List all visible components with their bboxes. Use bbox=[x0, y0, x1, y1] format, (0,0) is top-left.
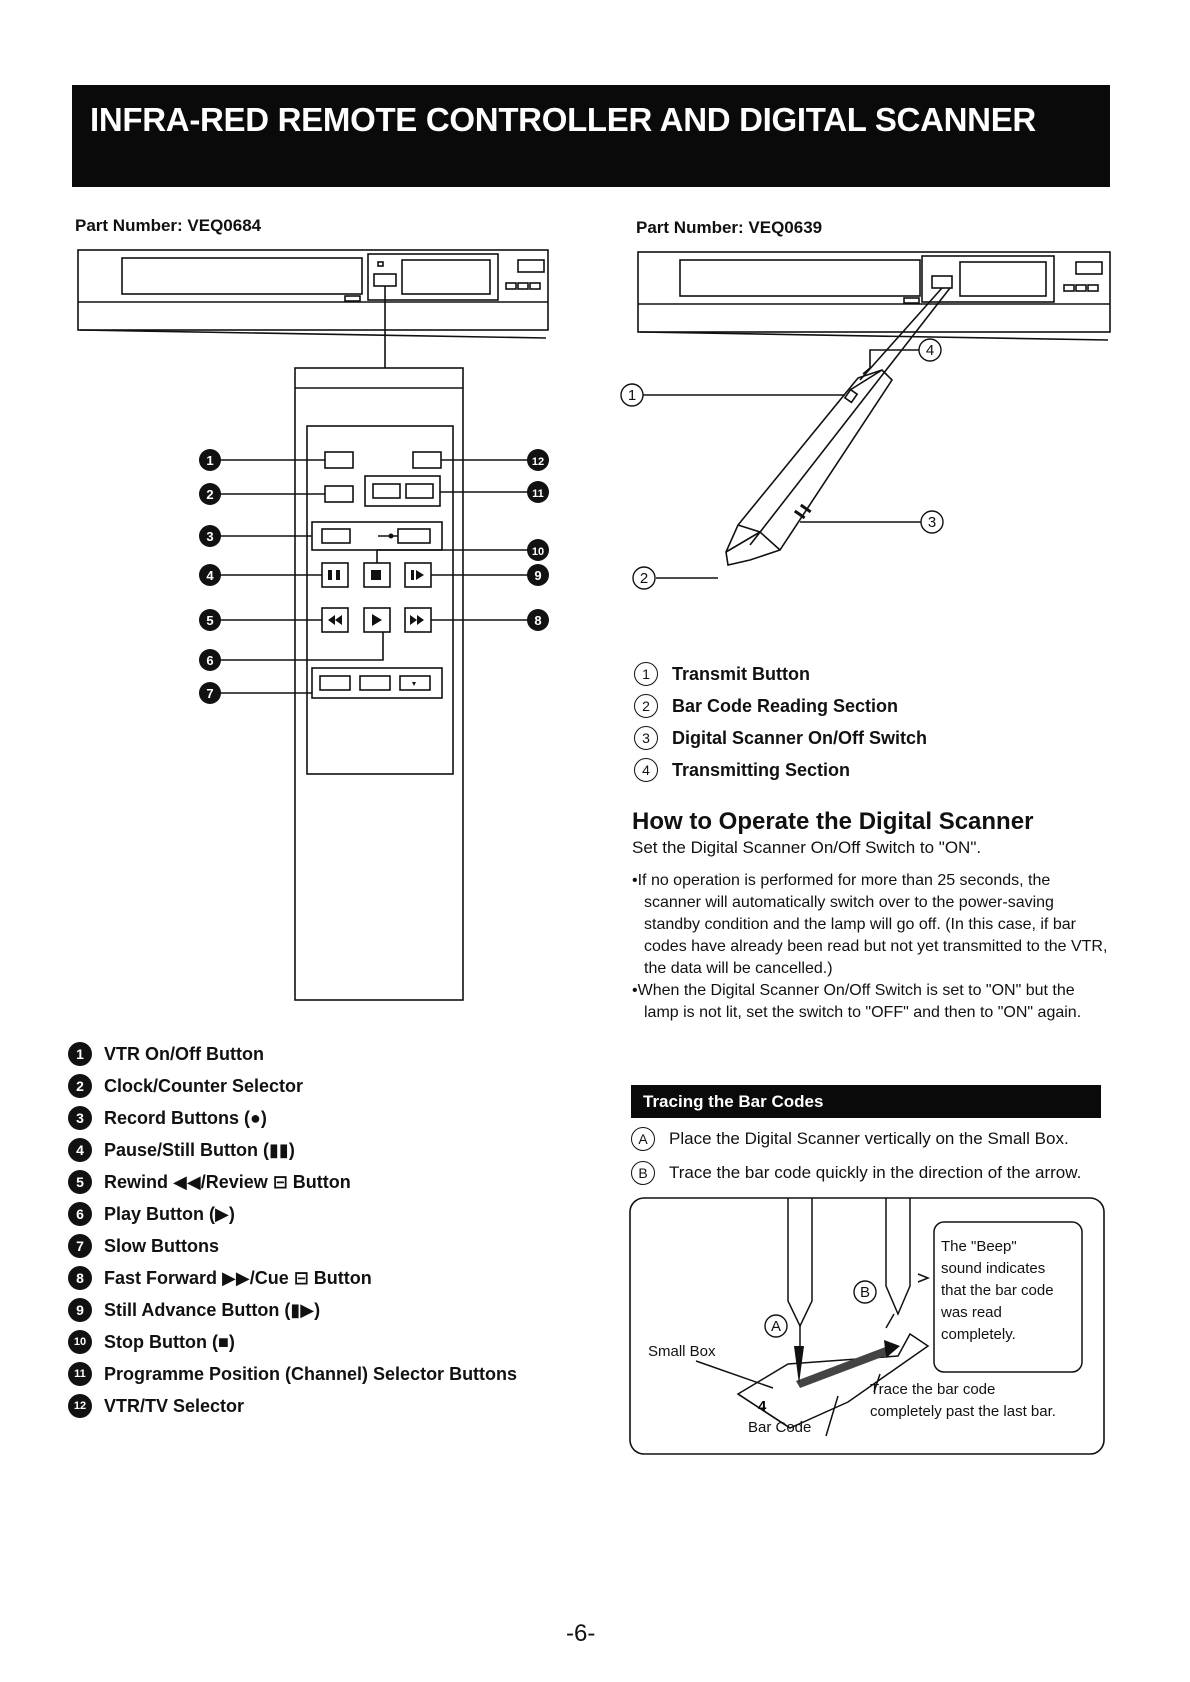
marker-a: A bbox=[764, 1314, 788, 1338]
right-part-number: Part Number: VEQ0639 bbox=[636, 218, 823, 237]
marker-circled-1: 1 bbox=[620, 383, 644, 407]
marker-10: 10 bbox=[527, 539, 549, 561]
digital-scanner-illustration: 1 4 3 2 bbox=[620, 251, 1111, 590]
marker-2: 2 bbox=[199, 483, 221, 505]
page-title: INFRA-RED REMOTE CONTROLLER AND DIGITAL … bbox=[90, 101, 1036, 138]
marker-circled-4: 4 bbox=[918, 338, 942, 362]
beep-callout bbox=[933, 1221, 1083, 1373]
marker-9: 9 bbox=[527, 564, 549, 586]
svg-text:4: 4 bbox=[206, 568, 214, 583]
left-part-number: Part Number: VEQ0684 bbox=[75, 216, 262, 235]
diagram-frame bbox=[629, 1197, 1105, 1455]
box-digit: 4 bbox=[758, 1398, 767, 1415]
small-box-label: Small Box bbox=[648, 1343, 716, 1360]
svg-text:4: 4 bbox=[926, 342, 934, 359]
svg-text:7: 7 bbox=[206, 686, 213, 701]
marker-3: 3 bbox=[199, 525, 221, 547]
svg-text:11: 11 bbox=[532, 488, 544, 500]
svg-text:12: 12 bbox=[532, 456, 544, 468]
vtr-body bbox=[637, 251, 1111, 333]
marker-4: 4 bbox=[199, 564, 221, 586]
scanner-a bbox=[787, 1198, 813, 1328]
beep-line-4: was read bbox=[940, 1304, 1002, 1321]
marker-circled-2: 2 bbox=[632, 566, 656, 590]
trace-arrow bbox=[796, 1346, 890, 1388]
svg-text:9: 9 bbox=[534, 568, 541, 583]
marker-1: 1 bbox=[199, 449, 221, 471]
howto-heading: How to Operate the Digital Scanner bbox=[632, 808, 1034, 835]
howto-subtitle: Set the Digital Scanner On/Off Switch to… bbox=[632, 838, 982, 857]
svg-text:B: B bbox=[860, 1284, 870, 1301]
tracing-section-header: Tracing the Bar Codes bbox=[631, 1085, 1101, 1118]
marker-b: B bbox=[853, 1280, 877, 1304]
page-header-bar: INFRA-RED REMOTE CONTROLLER AND DIGITAL … bbox=[72, 85, 1110, 187]
tracing-diagram: A B 4 The "Beep" sound indicates that th… bbox=[629, 1197, 1105, 1455]
note-1: •If no operation is performed for more t… bbox=[632, 872, 1108, 977]
marker-6: 6 bbox=[199, 649, 221, 671]
page-number: -6- bbox=[566, 1620, 596, 1647]
trace-note-line-2: completely past the last bar. bbox=[870, 1403, 1056, 1420]
note-2: •When the Digital Scanner On/Off Switch … bbox=[632, 982, 1082, 1021]
svg-text:8: 8 bbox=[534, 613, 541, 628]
beep-line-3: that the bar code bbox=[941, 1282, 1054, 1299]
svg-text:1: 1 bbox=[206, 453, 213, 468]
remote-controller-illustration: 1 2 3 4 5 6 7 12 11 10 9 8 bbox=[77, 249, 549, 1001]
howto-notes: •If no operation is performed for more t… bbox=[632, 870, 1108, 1024]
remote-body bbox=[294, 367, 464, 1001]
scanner-b bbox=[885, 1198, 911, 1316]
marker-11: 11 bbox=[527, 481, 549, 503]
trace-note-line-1: Trace the bar code bbox=[870, 1381, 995, 1398]
beep-line-1: The "Beep" bbox=[941, 1238, 1017, 1255]
marker-5: 5 bbox=[199, 609, 221, 631]
svg-text:5: 5 bbox=[206, 613, 213, 628]
svg-text:3: 3 bbox=[206, 529, 213, 544]
marker-8: 8 bbox=[527, 609, 549, 631]
svg-text:1: 1 bbox=[628, 387, 636, 404]
svg-text:2: 2 bbox=[640, 570, 648, 587]
scanner-pen bbox=[725, 369, 894, 566]
svg-text:2: 2 bbox=[206, 487, 213, 502]
small-box bbox=[736, 1332, 930, 1429]
marker-circled-3: 3 bbox=[920, 510, 944, 534]
beep-line-2: sound indicates bbox=[941, 1260, 1045, 1277]
bar-code-label: Bar Code bbox=[748, 1419, 811, 1436]
beep-line-5: completely. bbox=[941, 1326, 1016, 1343]
vtr-body bbox=[77, 249, 549, 331]
svg-text:10: 10 bbox=[532, 546, 544, 558]
marker-12: 12 bbox=[527, 449, 549, 471]
svg-text:3: 3 bbox=[928, 514, 936, 531]
svg-text:A: A bbox=[771, 1318, 781, 1335]
svg-text:6: 6 bbox=[206, 653, 213, 668]
marker-7: 7 bbox=[199, 682, 221, 704]
